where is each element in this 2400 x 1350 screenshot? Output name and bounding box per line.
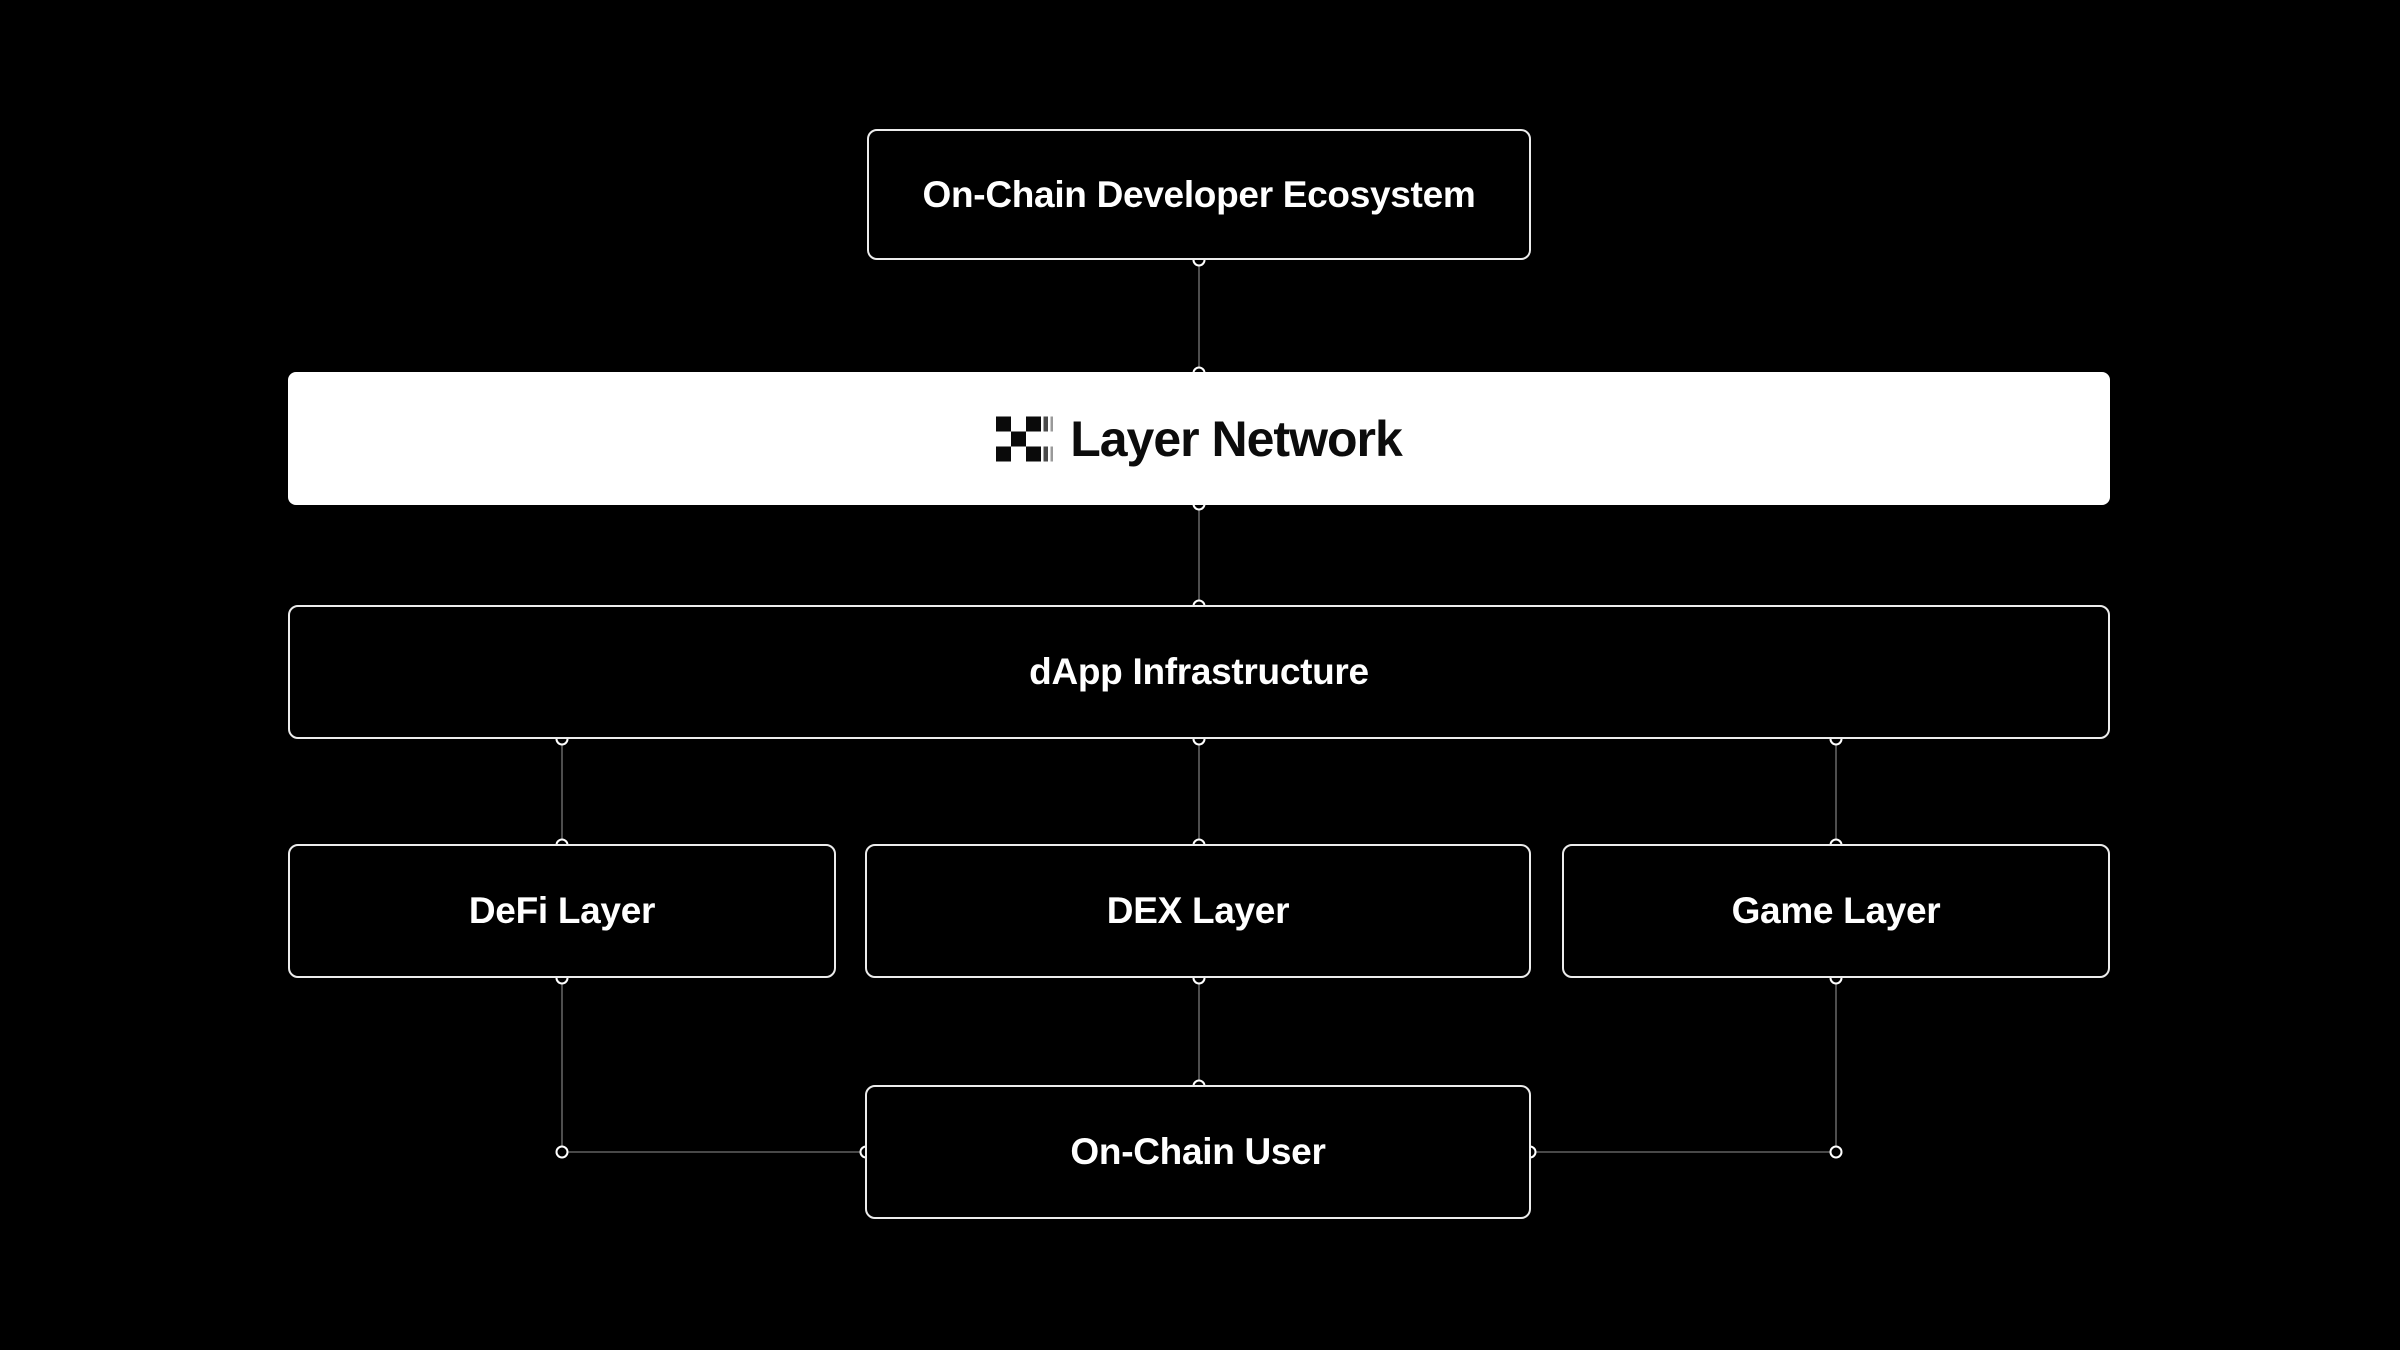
- node-label: On-Chain Developer Ecosystem: [922, 173, 1476, 215]
- node-on-chain-user[interactable]: On-Chain User: [865, 1085, 1531, 1219]
- handle-elbow-left[interactable]: [555, 1145, 569, 1159]
- node-layer-network[interactable]: Layer Network: [288, 372, 2110, 505]
- x-layer-logo-icon: [996, 416, 1054, 461]
- node-game-layer[interactable]: Game Layer: [1562, 844, 2110, 978]
- node-on-chain-developer-ecosystem[interactable]: On-Chain Developer Ecosystem: [867, 129, 1531, 260]
- node-label: dApp Infrastructure: [1029, 651, 1369, 692]
- node-dex-layer[interactable]: DEX Layer: [865, 844, 1531, 978]
- node-label: Game Layer: [1731, 890, 1941, 931]
- node-label: DEX Layer: [1106, 890, 1290, 931]
- handle-elbow-right[interactable]: [1829, 1145, 1843, 1159]
- node-defi-layer[interactable]: DeFi Layer: [288, 844, 836, 978]
- node-label: DeFi Layer: [468, 890, 656, 931]
- node-label: On-Chain User: [1070, 1131, 1326, 1172]
- node-label: Layer Network: [1070, 410, 1403, 467]
- node-dapp-infrastructure[interactable]: dApp Infrastructure: [288, 605, 2110, 739]
